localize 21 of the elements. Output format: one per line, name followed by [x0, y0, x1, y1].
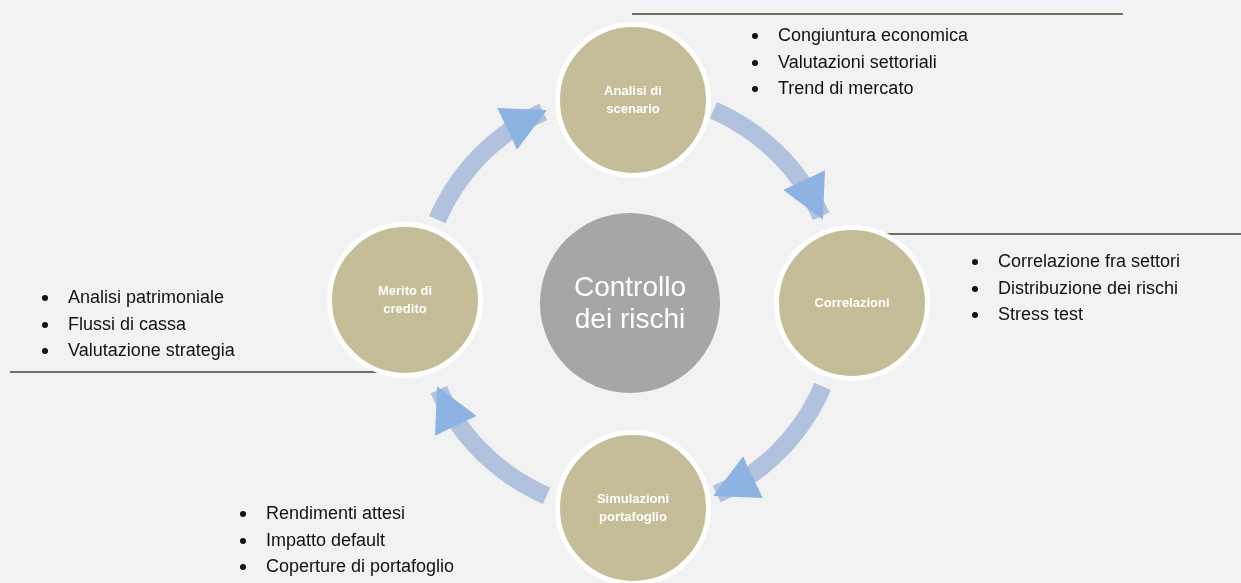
list-item: Analisi patrimoniale — [42, 284, 235, 311]
node-label: Correlazioni — [814, 294, 890, 312]
list-item: Coperture di portafoglio — [240, 553, 455, 580]
arrow — [712, 382, 831, 503]
list-item: Trend di mercato — [752, 75, 969, 102]
arrow — [430, 385, 551, 504]
list-item: Flussi di cassa — [42, 310, 235, 337]
list-item: Rendimenti attesi — [240, 500, 455, 527]
list-item: Impatto default — [240, 526, 455, 553]
node-label: Analisi di scenario — [603, 82, 663, 118]
list-item: Congiuntura economica — [752, 22, 969, 49]
list-item: Valutazioni settoriali — [752, 48, 969, 75]
node-label: Merito di credito — [376, 282, 434, 318]
list-item: Stress test — [972, 301, 1181, 328]
node-label: Controllo dei rischi — [572, 270, 688, 336]
node-label: Simulazioni portafoglio — [595, 490, 671, 526]
arrow — [709, 102, 830, 221]
arrow — [429, 103, 548, 224]
list-item: Distribuzione dei rischi — [972, 274, 1181, 301]
list-item: Correlazione fra settori — [972, 248, 1181, 275]
list-item: Valutazione strategia — [42, 337, 235, 364]
